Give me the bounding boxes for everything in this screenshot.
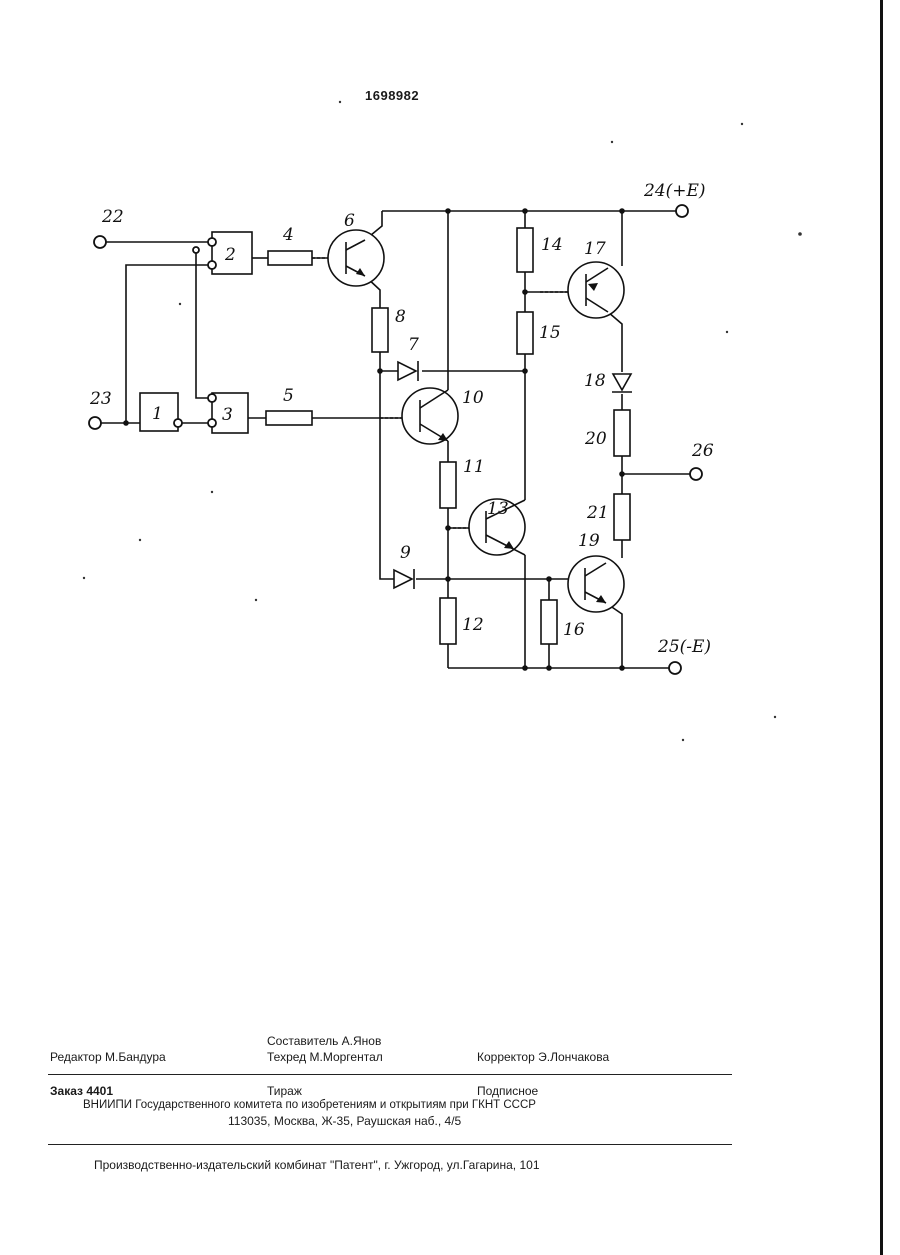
institute-line: ВНИИПИ Государственного комитета по изоб…: [83, 1099, 536, 1111]
imprint-divider-top: [48, 1074, 732, 1075]
order-line: Заказ 4401: [50, 1084, 113, 1098]
publisher-line: Производственно-издательский комбинат "П…: [94, 1158, 540, 1172]
address-line: 113035, Москва, Ж-35, Раушская наб., 4/5: [228, 1114, 461, 1128]
techred-line: Техред М.Моргентал: [267, 1050, 383, 1064]
imprint-divider-bottom: [48, 1144, 732, 1145]
editor-line: Редактор М.Бандура: [50, 1050, 166, 1064]
corrector-line: Корректор Э.Лончакова: [477, 1050, 609, 1064]
circulation-line: Тираж: [267, 1084, 302, 1098]
subscription-line: Подписное: [477, 1084, 538, 1098]
compiler-line: Составитель А.Янов: [267, 1034, 381, 1048]
